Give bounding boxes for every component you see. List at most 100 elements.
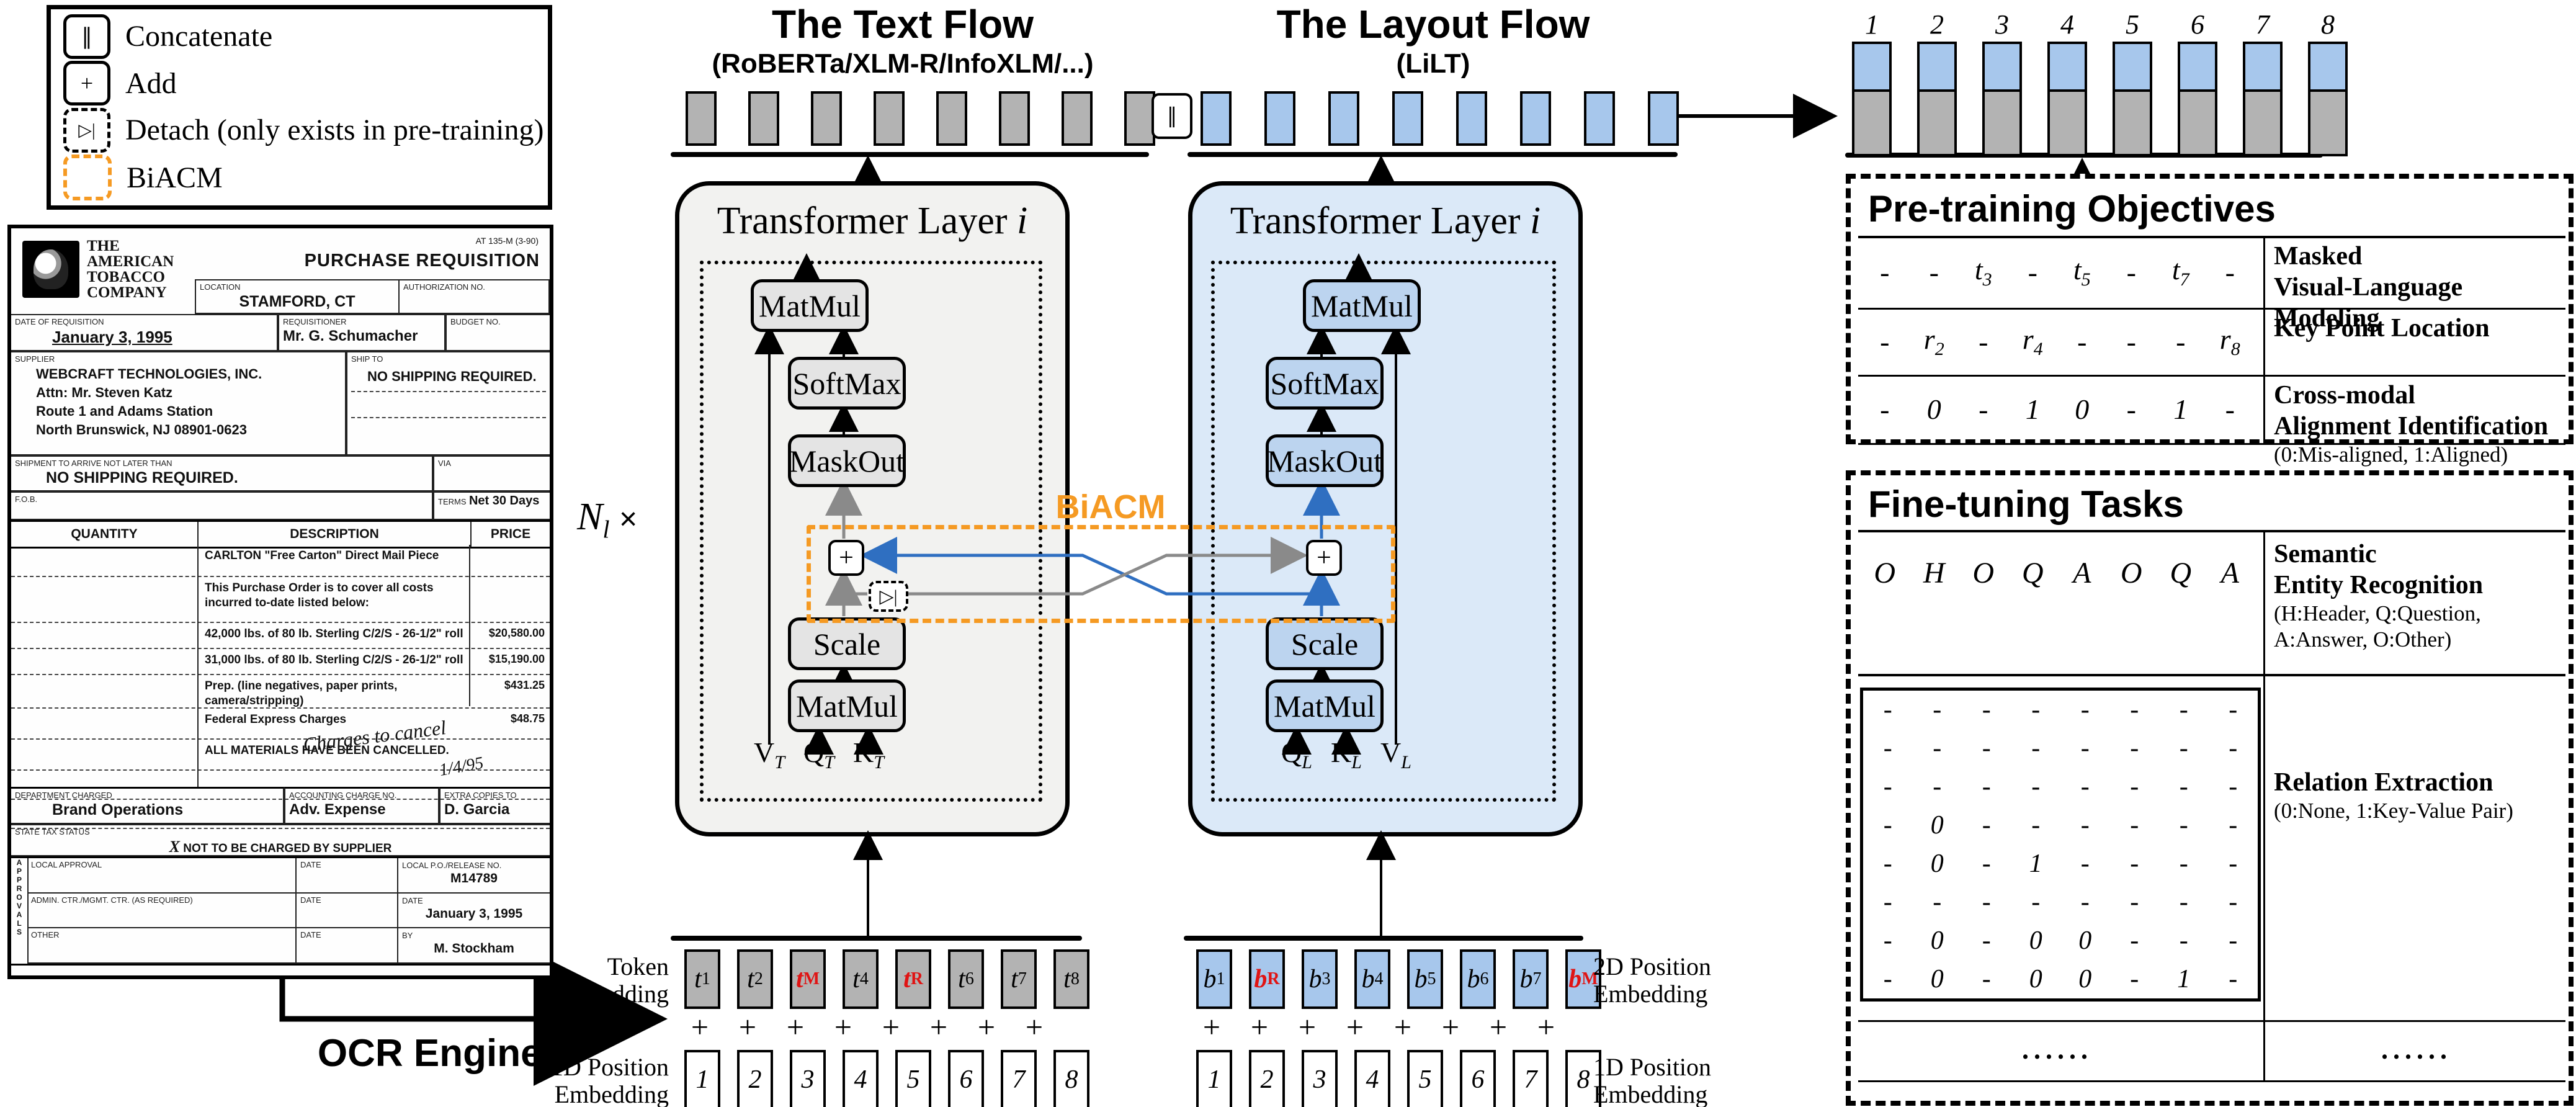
ser-cell: Q [2170, 557, 2192, 589]
attention-input-base: V [754, 737, 775, 768]
text-sequence-box [748, 91, 779, 146]
doc-row-description: 31,000 lbs. of 80 lb. Sterling C/2/S - 2… [205, 653, 463, 666]
doc-tax-value-wrap: X NOT TO BE CHARGED BY SUPPLIER [15, 838, 546, 855]
re-grid-cell: 1 [2177, 965, 2191, 993]
ft-rule-ser [1858, 674, 2565, 676]
biacm-legend-icon [63, 155, 112, 201]
pt-cell: - [2008, 256, 2058, 289]
doc-auth-cell: AUTHORIZATION NO. [398, 279, 550, 314]
token-base: - [2126, 393, 2136, 425]
doc-row-description: 42,000 lbs. of 80 lb. Sterling C/2/S - 2… [205, 627, 463, 640]
re-grid-row: -0------ [1863, 806, 2258, 845]
pt-row-label: Key Point Location [2274, 313, 2565, 344]
add-icon: + [1202, 1010, 1221, 1044]
ser-label-note: A:Answer, O:Other) [2274, 627, 2452, 652]
text-position-cell: 4 [843, 1050, 879, 1107]
re-grid-row: -------- [1863, 768, 2258, 806]
pt-cell: - [2107, 325, 2157, 358]
layout-scale-block: Scale [1266, 617, 1384, 670]
re-grid-cell: - [2080, 696, 2090, 724]
doc-empty-row [11, 800, 550, 829]
re-grid-cell: 0 [2078, 926, 2092, 955]
token-base: - [2176, 325, 2186, 357]
ser-ellipsis: ...... [2022, 1034, 2093, 1065]
token-base: t [747, 965, 754, 993]
ft-rule-dots-top [1858, 1020, 2565, 1022]
token-sub: 8 [2230, 339, 2240, 360]
doc-fob-cell: F.O.B. [11, 491, 433, 520]
re-grid-cell: - [1982, 734, 1991, 763]
approvals-strip-letter: O [16, 893, 22, 902]
doc-price-divider [469, 545, 470, 706]
add-icon: + [834, 1010, 852, 1044]
re-grid-cell: - [2031, 773, 2041, 801]
pt-label-line: Masked [2274, 242, 2363, 271]
doc-location-value: STAMFORD, CT [239, 293, 356, 310]
add-icon: + [929, 1010, 948, 1044]
text-sequence-box [811, 91, 842, 146]
re-grid-row: -------- [1863, 729, 2258, 768]
doc-location-cell: LOCATION STAMFORD, CT [195, 279, 400, 314]
output-stack-index: 6 [2191, 9, 2204, 40]
text-position-cell: 5 [895, 1050, 931, 1107]
doc-requisitioner-value: Mr. G. Schumacher [283, 328, 418, 344]
doc-row-description: Federal Express Charges [205, 713, 347, 726]
layout-sequence-box [1456, 91, 1487, 146]
layout-position-cell: 2 [1249, 1050, 1285, 1107]
ser-cell: O [2120, 557, 2142, 589]
token-sub: R [910, 969, 923, 988]
biacm-module-box [807, 525, 1395, 623]
doc-col-price: PRICE [490, 527, 531, 541]
pt-label-line: Visual-Language Modeling [2274, 273, 2463, 333]
add-icon: + [786, 1010, 805, 1044]
add-icon: + [1537, 1010, 1555, 1044]
re-grid-cell: 0 [1930, 965, 1944, 993]
attention-input-sub: L [1401, 752, 1411, 773]
re-grid-row: -------- [1863, 883, 2258, 921]
pt-cell: - [1860, 256, 1910, 289]
text-matmul-top-block: MatMul [751, 279, 869, 332]
pt-cell: - [2206, 256, 2255, 289]
output-stack-layout-part [1852, 42, 1892, 92]
token-base: - [2126, 325, 2136, 357]
attention-input-sub: T [874, 752, 884, 773]
doc-supplier-line: North Brunswick, NJ 08901-0623 [36, 422, 247, 437]
text-plus-row: ++++++++ [684, 1010, 1050, 1044]
token-embedding-label-line: Embedding [554, 980, 669, 1008]
text-position-cell: 3 [790, 1050, 826, 1107]
pos2d-label-line: 2D Position [1593, 952, 1712, 980]
doc-tax-cell: STATE TAX STATUS X NOT TO BE CHARGED BY … [11, 824, 550, 856]
layout-position-cell: 6 [1460, 1050, 1496, 1107]
doc-arrive-cell: SHIPMENT TO ARRIVE NOT LATER THAN NO SHI… [11, 455, 433, 491]
re-label-note: (0:None, 1:Key-Value Pair) [2274, 799, 2513, 823]
approval-c3-value: M14789 [450, 871, 498, 885]
re-grid-cell: 0 [2029, 965, 2042, 993]
doc-row-description: ALL MATERIALS HAVE BEEN CANCELLED. [205, 744, 449, 757]
company-name-line: THE [87, 238, 120, 254]
doc-budget-label: BUDGET NO. [450, 317, 501, 326]
add-icon: + [977, 1010, 996, 1044]
text-flow-subtitle: (RoBERTa/XLM-R/InfoXLM/...) [712, 48, 1094, 79]
output-stack-layout-part [2308, 42, 2348, 92]
layout-sequence-box [1392, 91, 1423, 146]
layout-position-cell: 8 [1565, 1050, 1601, 1107]
doc-form-number: AT 135-M (3-90) [475, 236, 539, 246]
re-grid-cell: - [1883, 734, 1892, 763]
output-stack: 7 [2243, 11, 2283, 156]
token-base: t [958, 965, 965, 993]
doc-date-value: January 3, 1995 [52, 328, 172, 346]
doc-via-cell: VIA [433, 455, 550, 491]
token-base: - [2126, 256, 2136, 288]
approval-row: ADMIN. CTR./MGMT. CTR. (AS REQUIRED)DATE… [27, 893, 550, 929]
approval-c1: OTHER [27, 928, 297, 963]
approval-c2: DATE [297, 928, 398, 963]
ser-cell: A [2220, 557, 2239, 589]
